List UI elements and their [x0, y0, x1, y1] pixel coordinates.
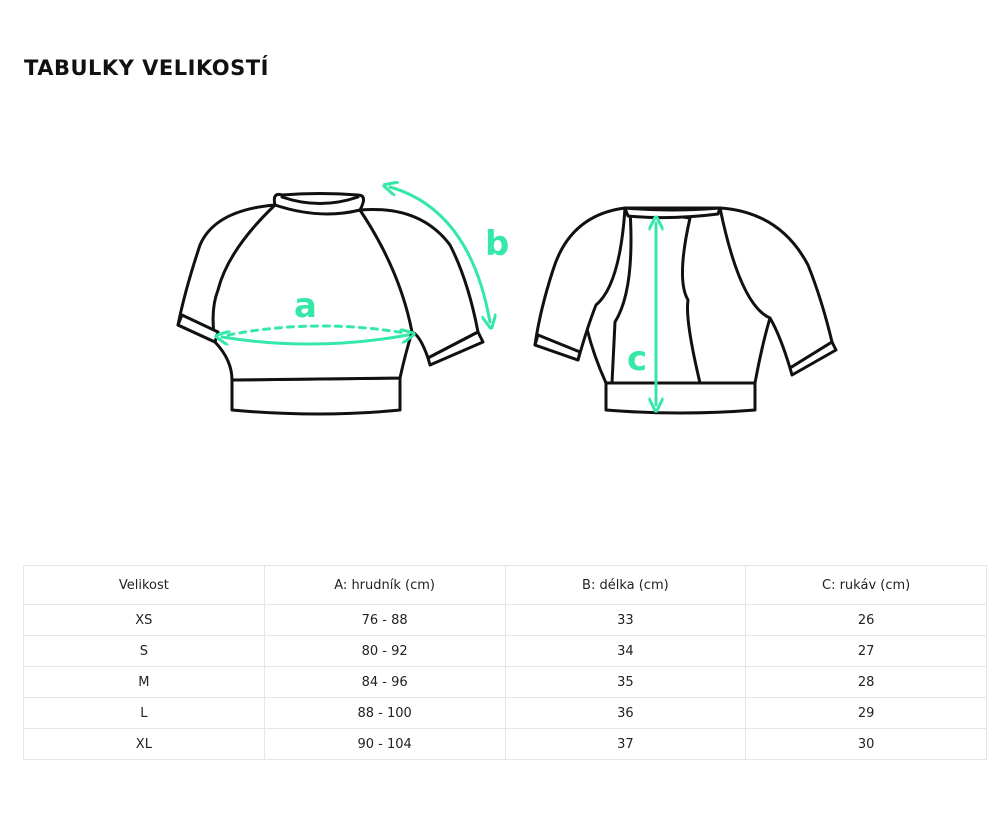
table-cell-sleeve: 26 [745, 604, 987, 636]
front-right-sleeve-hem [426, 330, 485, 367]
measure-b-arrow [390, 187, 490, 322]
measure-a-solid-line [222, 335, 408, 344]
table-header-row: Velikost A: hrudník (cm) B: délka (cm) C… [23, 565, 987, 605]
measurement-labels: a b c [294, 224, 647, 379]
front-neckline [280, 195, 360, 205]
measurement-diagram: a b c [176, 150, 838, 416]
table-cell-size: M [23, 666, 265, 698]
measure-a-label: a [294, 286, 317, 326]
table-row: L 88 - 100 36 29 [23, 697, 987, 729]
measure-b-label: b [485, 224, 509, 264]
back-view-shirt [533, 206, 838, 415]
table-cell-size: L [23, 697, 265, 729]
table-row: XS 76 - 88 33 26 [23, 604, 987, 636]
table-cell-size: XS [23, 604, 265, 636]
column-header-sleeve: C: rukáv (cm) [745, 565, 987, 605]
table-cell-sleeve: 30 [745, 728, 987, 760]
column-header-length: B: délka (cm) [504, 565, 747, 605]
measurement-markers [222, 187, 656, 405]
column-header-chest: A: hrudník (cm) [263, 565, 506, 605]
front-view-shirt [176, 192, 485, 416]
back-right-sleeve-hem [788, 340, 838, 377]
measure-c-label: c [627, 339, 647, 379]
back-left-sleeve-hem [533, 333, 582, 362]
table-cell-chest: 76 - 88 [263, 604, 506, 636]
back-waistband [604, 381, 757, 415]
table-cell-chest: 84 - 96 [263, 666, 506, 698]
table-cell-sleeve: 29 [745, 697, 987, 729]
table-row: M 84 - 96 35 28 [23, 666, 987, 698]
table-cell-length: 35 [504, 666, 747, 698]
table-cell-length: 37 [504, 728, 747, 760]
table-row: S 80 - 92 34 27 [23, 635, 987, 667]
table-cell-size: XL [23, 728, 265, 760]
table-cell-chest: 88 - 100 [263, 697, 506, 729]
table-cell-sleeve: 27 [745, 635, 987, 667]
table-cell-chest: 80 - 92 [263, 635, 506, 667]
table-cell-size: S [23, 635, 265, 667]
size-table: Velikost A: hrudník (cm) B: délka (cm) C… [23, 565, 987, 760]
page-title: TABULKY VELIKOSTÍ [24, 56, 269, 80]
front-waistband [230, 376, 402, 416]
table-cell-length: 36 [504, 697, 747, 729]
table-cell-chest: 90 - 104 [263, 728, 506, 760]
garment-illustration: a b c [0, 150, 1000, 450]
table-cell-length: 33 [504, 604, 747, 636]
table-cell-sleeve: 28 [745, 666, 987, 698]
back-collar [623, 206, 722, 220]
column-header-size: Velikost [23, 565, 265, 605]
table-row: XL 90 - 104 37 30 [23, 728, 987, 760]
table-cell-length: 34 [504, 635, 747, 667]
